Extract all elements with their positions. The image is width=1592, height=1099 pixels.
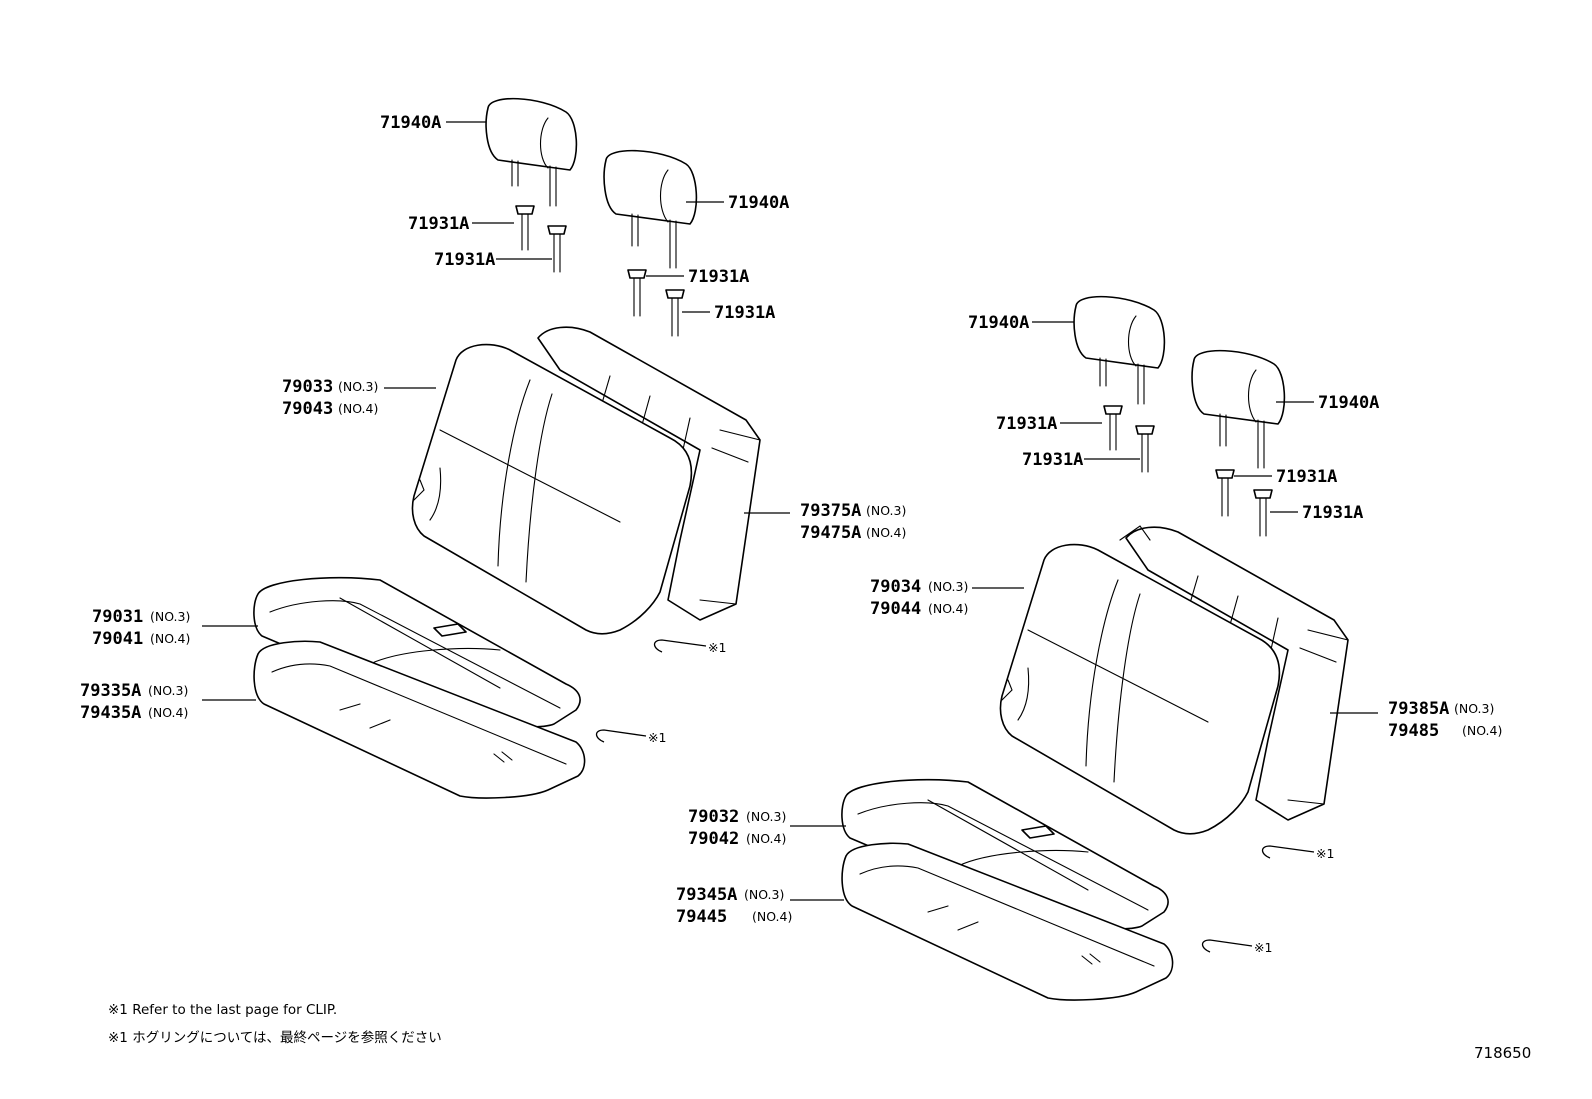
svg-text:79033: 79033	[282, 377, 333, 397]
callout-71931a: 71931A	[714, 303, 775, 323]
callout-seatback-cover-left: 79033 (NO.3) 79043 (NO.4)	[282, 377, 378, 419]
svg-text:(NO.3): (NO.3)	[866, 503, 906, 518]
callout-cushion-cover-right: 79032 (NO.3) 79042 (NO.4)	[688, 807, 786, 849]
callout-labels: 71940A 71940A 71931A 71931A 71931A 71931…	[80, 113, 1502, 955]
svg-text:79335A: 79335A	[80, 681, 141, 701]
figure-number: 718650	[1474, 1044, 1531, 1062]
svg-text:79435A: 79435A	[80, 703, 141, 723]
callout-seatback-cover-right: 79034 (NO.3) 79044 (NO.4)	[870, 577, 968, 619]
headrest-supports-left	[515, 205, 685, 337]
svg-text:(NO.4): (NO.4)	[1462, 723, 1502, 738]
svg-text:(NO.3): (NO.3)	[928, 579, 968, 594]
svg-text:79034: 79034	[870, 577, 921, 597]
svg-text:79445: 79445	[676, 907, 727, 927]
callout-71940a: 71940A	[380, 113, 441, 133]
footnotes: ※1 Refer to the last page for CLIP. ※1 ホ…	[108, 1002, 442, 1046]
note-japanese: ※1 ホグリングについては、最終ページを参照ください	[108, 1029, 442, 1046]
seat-cushion-pad-right	[841, 842, 1174, 1001]
svg-text:79475A: 79475A	[800, 523, 861, 543]
callout-seatback-pad-left: 79375A (NO.3) 79475A (NO.4)	[800, 501, 906, 543]
callout-71931a: 71931A	[1022, 450, 1083, 470]
note-english: ※1 Refer to the last page for CLIP.	[108, 1002, 337, 1018]
svg-text:(NO.4): (NO.4)	[866, 525, 906, 540]
svg-text:79385A: 79385A	[1388, 699, 1449, 719]
callout-71931a: 71931A	[1302, 503, 1363, 523]
svg-text:(NO.3): (NO.3)	[150, 609, 190, 624]
svg-text:(NO.4): (NO.4)	[338, 401, 378, 416]
left-seat-assembly	[253, 97, 761, 799]
callout-cushion-pad-left: 79335A (NO.3) 79435A (NO.4)	[80, 681, 188, 723]
headrest-supports-right	[1103, 405, 1273, 537]
callout-seatback-pad-right: 79385A (NO.3) 79485 (NO.4)	[1388, 699, 1502, 741]
callout-71940a: 71940A	[968, 313, 1029, 333]
callout-71940a: 71940A	[1318, 393, 1379, 413]
clip-reference-label: ※1	[1254, 940, 1272, 955]
svg-text:79043: 79043	[282, 399, 333, 419]
clip-reference-label: ※1	[708, 640, 726, 655]
headrest-right-1	[1073, 295, 1166, 405]
svg-text:(NO.3): (NO.3)	[338, 379, 378, 394]
leader-lines	[202, 121, 1378, 953]
clip-reference-label: ※1	[1316, 846, 1334, 861]
headrest-right-2	[1191, 349, 1286, 469]
svg-text:(NO.3): (NO.3)	[1454, 701, 1494, 716]
right-seat-assembly	[841, 295, 1349, 1001]
callout-71931a: 71931A	[688, 267, 749, 287]
svg-text:(NO.4): (NO.4)	[928, 601, 968, 616]
svg-text:(NO.4): (NO.4)	[746, 831, 786, 846]
callout-cushion-cover-left: 79031 (NO.3) 79041 (NO.4)	[92, 607, 190, 649]
callout-cushion-pad-right: 79345A (NO.3) 79445 (NO.4)	[676, 885, 792, 927]
svg-text:79042: 79042	[688, 829, 739, 849]
svg-text:79345A: 79345A	[676, 885, 737, 905]
seat-cushion-cover-right	[841, 778, 1169, 930]
clip-reference-label: ※1	[648, 730, 666, 745]
svg-text:79485: 79485	[1388, 721, 1439, 741]
svg-text:79044: 79044	[870, 599, 921, 619]
callout-71940a: 71940A	[728, 193, 789, 213]
svg-text:79032: 79032	[688, 807, 739, 827]
callout-71931a: 71931A	[434, 250, 495, 270]
svg-text:(NO.3): (NO.3)	[746, 809, 786, 824]
svg-text:(NO.4): (NO.4)	[150, 631, 190, 646]
svg-text:79031: 79031	[92, 607, 143, 627]
headrest-left-2	[603, 149, 698, 269]
callout-71931a: 71931A	[1276, 467, 1337, 487]
seatback-cover-right	[999, 543, 1281, 835]
svg-text:(NO.4): (NO.4)	[148, 705, 188, 720]
svg-text:(NO.3): (NO.3)	[744, 887, 784, 902]
svg-text:(NO.4): (NO.4)	[752, 909, 792, 924]
svg-text:(NO.3): (NO.3)	[148, 683, 188, 698]
seat-cushion-pad-left	[253, 640, 586, 799]
svg-text:79041: 79041	[92, 629, 143, 649]
seat-cushion-cover-left	[253, 576, 581, 728]
svg-text:79375A: 79375A	[800, 501, 861, 521]
headrest-left-1	[485, 97, 578, 207]
callout-71931a: 71931A	[408, 214, 469, 234]
seatback-cover-left	[411, 343, 693, 635]
callout-71931a: 71931A	[996, 414, 1057, 434]
